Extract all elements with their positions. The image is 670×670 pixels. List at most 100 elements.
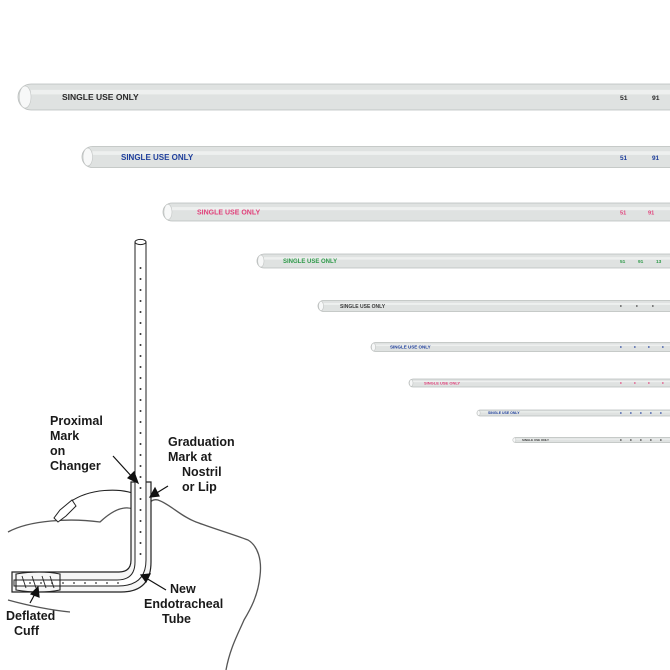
changer-graduation-dot — [139, 322, 142, 324]
changer-graduation-dot — [139, 377, 142, 379]
changer-graduation-dot — [139, 553, 142, 555]
pointer-lines — [29, 455, 169, 604]
changer-graduations — [29, 267, 142, 584]
tube-depth-mark: 91 — [638, 259, 644, 265]
changer-graduation-dot — [139, 278, 142, 280]
patient-head-outline — [7, 499, 262, 670]
changer-graduation-dot — [139, 355, 142, 357]
tube-exchange-diagram: Proximal Mark on Changer Graduation Mark… — [6, 238, 262, 670]
tube-depth-mark — [660, 412, 662, 414]
changer-graduation-dot — [139, 465, 142, 467]
tube-exchanger-6: SINGLE USE ONLY — [370, 342, 670, 352]
changer-graduation-dot — [139, 300, 142, 302]
tube-depth-mark — [620, 305, 622, 307]
changer-graduation-dot — [139, 311, 142, 313]
tube-depth-mark — [640, 439, 642, 441]
changer-graduation-dot — [139, 476, 142, 478]
tube-depth-mark: 51 — [620, 210, 626, 216]
tube-print-label: SINGLE USE ONLY — [121, 153, 194, 162]
changer-graduation-dot — [139, 432, 142, 434]
tube-depth-mark — [630, 439, 632, 441]
pilot-line — [69, 489, 136, 503]
changer-graduation-dot — [139, 267, 142, 269]
changer-graduation-dot — [95, 582, 97, 584]
changer-graduation-dot — [40, 582, 42, 584]
label-new-endotracheal-tube: New Endotracheal Tube — [144, 582, 227, 626]
tube-depth-mark — [662, 382, 664, 384]
changer-graduation-dot — [139, 531, 142, 533]
tube-depth-mark: 91 — [652, 95, 660, 102]
changer-graduation-dot — [139, 366, 142, 368]
tube-depth-mark — [648, 382, 650, 384]
tube-depth-mark — [648, 346, 650, 348]
tube-changer — [13, 241, 147, 587]
changer-graduation-dot — [139, 399, 142, 401]
tube-print-label: SINGLE USE ONLY — [197, 209, 260, 216]
tube-print-label: SINGLE USE ONLY — [390, 345, 431, 350]
label-proximal-mark: Proximal Mark on Changer — [50, 414, 106, 473]
changer-graduation-dot — [117, 582, 119, 584]
tube-depth-mark: 91 — [652, 155, 660, 162]
changer-graduation-dot — [62, 582, 64, 584]
label-graduation-mark: Graduation Mark at Nostril or Lip — [168, 435, 238, 494]
changer-graduation-dot — [139, 542, 142, 544]
pilot-balloon — [53, 499, 77, 523]
label-deflated-cuff: Deflated Cuff — [6, 609, 59, 638]
tube-depth-mark — [652, 305, 654, 307]
tube-depth-mark — [620, 439, 622, 441]
cuff-folds — [21, 575, 55, 589]
tube-print-label: SINGLE USE ONLY — [62, 92, 139, 102]
deflated-cuff — [15, 571, 61, 593]
changer-graduation-dot — [73, 582, 75, 584]
tube-depth-mark — [662, 346, 664, 348]
tube-exchanger-7: SINGLE USE ONLY — [408, 378, 670, 388]
tube-depth-mark: 13 — [656, 259, 662, 265]
changer-graduation-dot — [139, 410, 142, 412]
tube-exchanger-4: SINGLE USE ONLY 51 91 13 — [256, 253, 670, 269]
tube-depth-mark — [634, 346, 636, 348]
tube-print-label: SINGLE USE ONLY — [340, 304, 386, 310]
tube-print-label: SINGLE USE ONLY — [283, 259, 337, 265]
tube-exchanger-3: SINGLE USE ONLY 51 91 — [162, 202, 670, 222]
tube-print-label: SINGLE USE ONLY — [488, 411, 520, 415]
tube-depth-mark: 91 — [648, 210, 654, 216]
tube-depth-mark: 51 — [620, 95, 628, 102]
tube-print-label: SINGLE USE ONLY — [424, 380, 460, 385]
tube-exchanger-8: SINGLE USE ONLY — [476, 409, 670, 417]
changer-graduation-dot — [139, 454, 142, 456]
changer-graduation-dot — [139, 333, 142, 335]
changer-graduation-dot — [139, 344, 142, 346]
tube-depth-mark — [650, 412, 652, 414]
tube-exchanger-9: SINGLE USE ONLY — [512, 437, 670, 443]
tube-depth-mark — [636, 305, 638, 307]
tube-depth-mark — [640, 412, 642, 414]
tube-depth-mark — [620, 382, 622, 384]
changer-graduation-dot — [139, 498, 142, 500]
tube-depth-mark — [634, 382, 636, 384]
tube-exchanger-2: SINGLE USE ONLY 51 91 — [81, 146, 670, 168]
tube-depth-mark: 51 — [620, 155, 628, 162]
changer-graduation-dot — [139, 443, 142, 445]
tube-changer-tip — [134, 238, 147, 246]
changer-graduation-dot — [139, 388, 142, 390]
tube-print-label: SINGLE USE ONLY — [522, 438, 549, 442]
tube-depth-mark — [650, 439, 652, 441]
changer-graduation-dot — [139, 520, 142, 522]
tube-exchanger-1: SINGLE USE ONLY 51 91 — [17, 83, 670, 111]
changer-graduation-dot — [139, 289, 142, 291]
tube-depth-mark — [620, 412, 622, 414]
changer-graduation-dot — [84, 582, 86, 584]
changer-graduation-dot — [139, 421, 142, 423]
changer-graduation-dot — [29, 582, 31, 584]
tube-depth-mark: 51 — [620, 259, 626, 265]
changer-graduation-dot — [106, 582, 108, 584]
patient-ear-outline — [7, 599, 71, 613]
tube-exchanger-5: SINGLE USE ONLY — [317, 300, 670, 312]
tube-depth-mark — [620, 346, 622, 348]
tube-depth-mark — [630, 412, 632, 414]
changer-graduation-dot — [139, 509, 142, 511]
tube-depth-mark — [660, 439, 662, 441]
changer-graduation-dot — [139, 487, 142, 489]
